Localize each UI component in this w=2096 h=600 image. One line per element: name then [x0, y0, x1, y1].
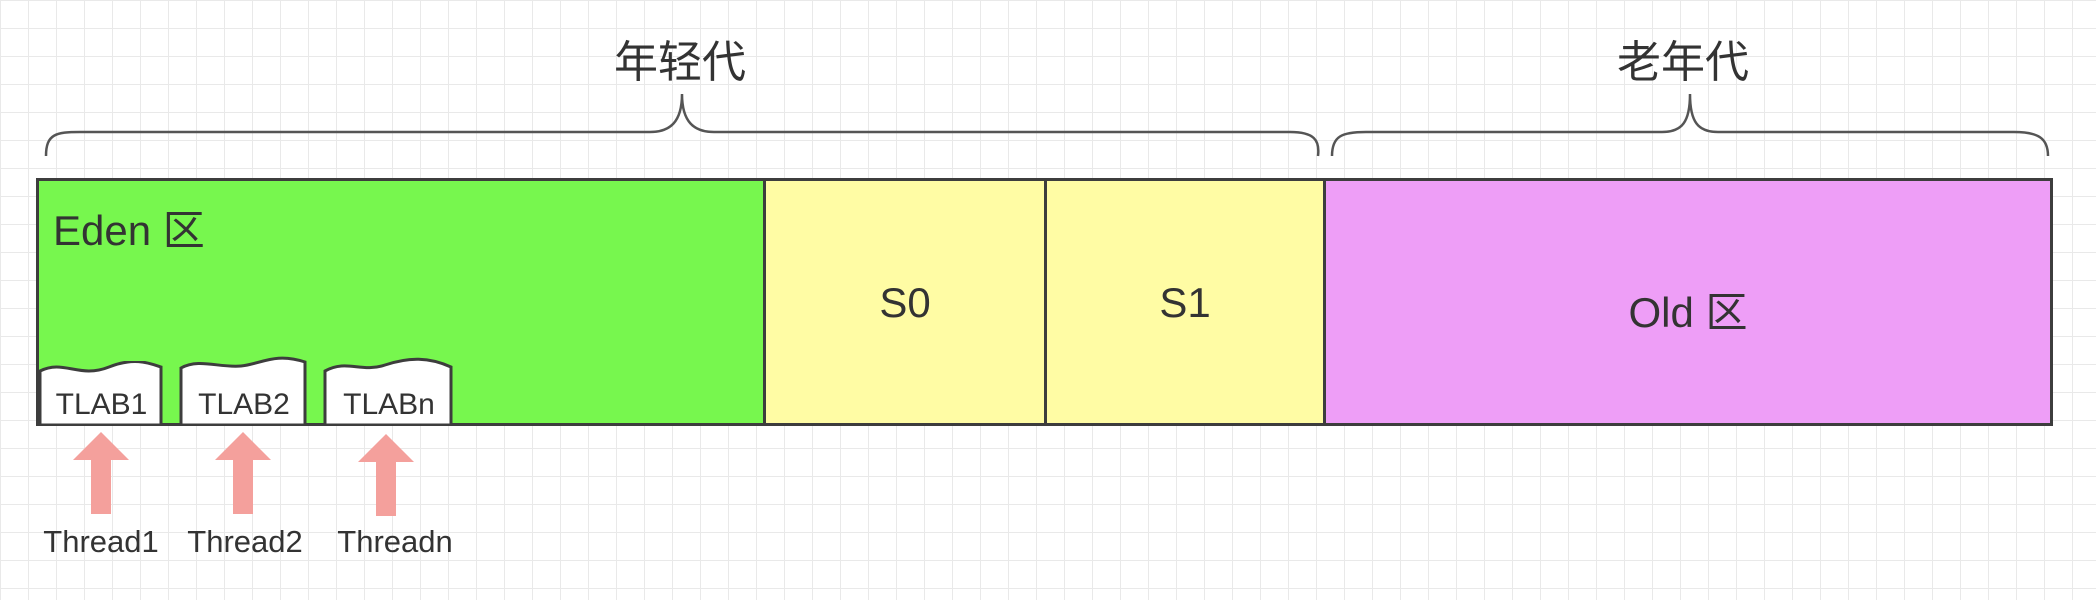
eden-label: Eden 区	[53, 207, 205, 254]
s1-label: S1	[1159, 279, 1211, 326]
tlab-1: TLAB1	[39, 361, 164, 426]
thread-1-arrow	[73, 432, 129, 514]
s0-region: S0	[763, 178, 1047, 426]
young-generation-title: 年轻代	[614, 38, 746, 87]
tlab-n-shape	[323, 357, 453, 426]
thread-2-arrow	[215, 432, 271, 514]
tlab-1-label: TLAB1	[55, 388, 148, 421]
old-generation-title: 老年代	[1617, 38, 1749, 87]
eden-region: Eden 区 TLAB1 TLAB2 TLABn	[36, 178, 766, 426]
tlab-2-shape	[179, 356, 307, 426]
tlab-n: TLABn	[323, 357, 455, 426]
old-generation-brace	[1330, 93, 2050, 157]
old-label: Old 区	[1628, 289, 1748, 336]
old-region: Old 区	[1323, 178, 2053, 426]
tlab-1-shape	[39, 361, 163, 426]
thread-n-label: Threadn	[337, 524, 453, 559]
thread-2-label: Thread2	[187, 524, 303, 559]
thread-n-arrow	[358, 434, 414, 516]
young-generation-brace	[44, 93, 1320, 157]
s0-label: S0	[879, 279, 931, 326]
tlab-2: TLAB2	[179, 356, 309, 426]
tlab-n-label: TLABn	[343, 388, 435, 421]
s1-region: S1	[1044, 178, 1326, 426]
tlab-2-label: TLAB2	[198, 388, 290, 421]
thread-1-label: Thread1	[43, 524, 159, 559]
